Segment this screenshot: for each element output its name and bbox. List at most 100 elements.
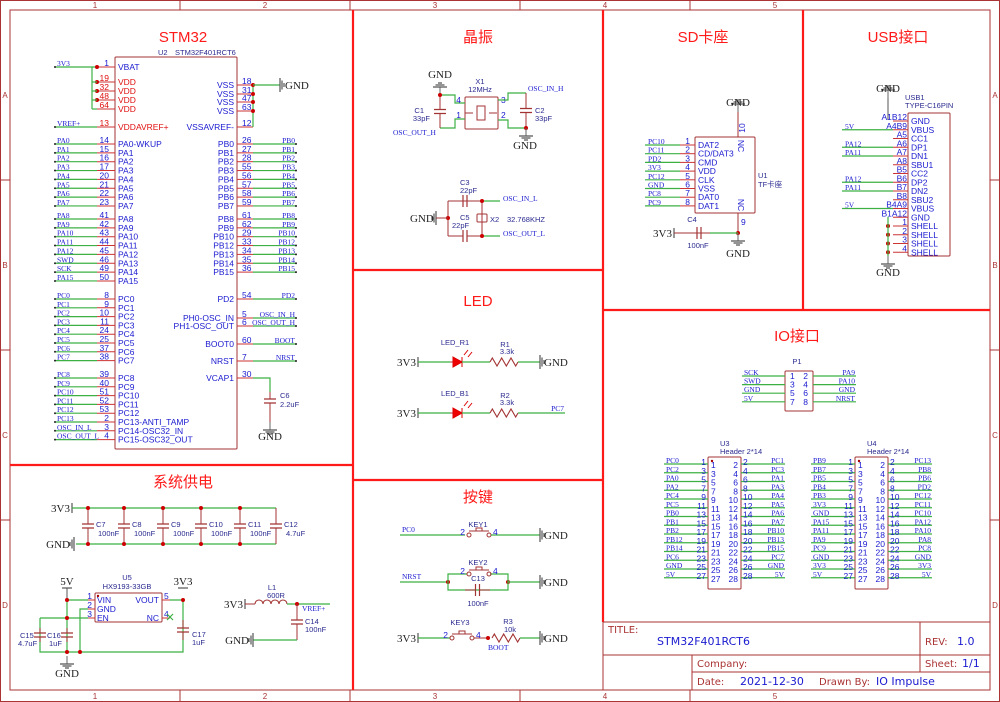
pin-number: 16 [100, 153, 110, 163]
net-label: PB13 [767, 535, 784, 544]
capacitor-value: 100nF [173, 529, 195, 538]
net-label: PA1 [57, 145, 70, 154]
pin-number: 23 [844, 553, 854, 563]
pin-number: 15 [858, 521, 868, 531]
date-label: Date: [697, 677, 724, 688]
net-label: PA6 [771, 509, 784, 518]
wire [440, 118, 465, 129]
pin-name: VCAP1 [206, 373, 234, 383]
date-value: 2021-12-30 [740, 675, 804, 688]
net-label: PA15 [57, 273, 74, 282]
net-label: PC7 [551, 404, 564, 413]
capacitor-value: 100nF [211, 529, 233, 538]
pin-number: 3 [701, 466, 706, 476]
zone-label-right: B [992, 261, 997, 270]
ground-icon [731, 99, 745, 105]
pin-number: 2 [460, 527, 465, 537]
ground-icon [279, 78, 285, 92]
pin-name: PA14 [118, 267, 138, 277]
pin-name: VIN [97, 595, 111, 605]
key1-ref: KEY1 [468, 520, 487, 529]
net-label: OSC_OUT_H [393, 128, 437, 137]
pin-number: 24 [890, 553, 900, 563]
crystal-x2-icon [476, 213, 488, 223]
pin-name: SHELL [911, 247, 938, 257]
net-label: PC2 [57, 309, 70, 318]
net-label: PC1 [771, 456, 784, 465]
junction-dot [122, 506, 126, 510]
section-title-led: LED [463, 293, 492, 310]
pin-name: EN [97, 613, 109, 623]
net-label: PA0 [57, 136, 70, 145]
pin-number: 7 [685, 188, 690, 198]
junction-dot [199, 542, 203, 546]
pin-number: 4 [890, 466, 895, 476]
push-button-icon [469, 566, 489, 571]
pin-number: B7 [897, 182, 908, 192]
x2-ref: X2 [490, 215, 499, 224]
pin-number: 12 [743, 501, 753, 511]
capacitor-ref: C12 [284, 520, 298, 529]
pin-number: 4 [456, 95, 461, 105]
pin-number: 28 [242, 153, 252, 163]
x2-value: 32.768KHZ [507, 215, 545, 224]
net-end [54, 151, 56, 154]
net-end [295, 360, 297, 362]
net-label: GND [915, 552, 932, 561]
junction-dot [161, 506, 165, 510]
pin-name: DP1 [911, 142, 928, 152]
gnd-label: GND [726, 248, 750, 260]
gnd-label: GND [544, 530, 568, 542]
net-label: GND [813, 509, 830, 518]
net-label: 5V [922, 570, 932, 579]
junction-dot [251, 109, 255, 113]
pin-number: 6 [880, 478, 885, 488]
pin-number: 56 [242, 170, 252, 180]
power-label: 3V3 [174, 576, 193, 588]
net-label: PC7 [57, 353, 70, 362]
pin-number: 61 [242, 210, 252, 220]
zone-label-top: 2 [263, 1, 268, 10]
capacitor-icon [696, 227, 702, 239]
pin-number: 16 [876, 521, 886, 531]
pin-name: PB0 [218, 139, 234, 149]
net-label: PA10 [57, 229, 74, 238]
pin-name: PH0-OSC_IN [183, 313, 234, 323]
capacitor-value: 4.7uF [286, 529, 306, 538]
net-end [54, 187, 56, 190]
net-label: OSC_OUT_H [252, 318, 296, 327]
power-label: 3V3 [397, 357, 416, 369]
net-label: PA3 [771, 482, 784, 491]
net-label: PA12 [845, 139, 862, 148]
pin-number: 21 [858, 548, 868, 558]
header-u3-body [707, 456, 742, 590]
pin-number: 25 [844, 562, 854, 572]
pin-number: B4A9 [886, 200, 907, 210]
ground-icon [539, 575, 545, 589]
crystal-icon [465, 105, 497, 121]
zone-label-bottom: 2 [263, 692, 268, 701]
pin-number: 2 [733, 460, 738, 470]
pin-number: 7 [858, 486, 863, 496]
pin-number: 13 [100, 118, 110, 128]
pin-number: 12 [729, 504, 739, 514]
pin-name: PA5 [118, 183, 134, 193]
pin-number: 4 [493, 527, 498, 537]
net-label: PB6 [918, 474, 931, 483]
section-title-keys: 按键 [463, 489, 493, 506]
junction-dot [251, 100, 255, 104]
net-label: PB5 [282, 180, 295, 189]
pin-name: PB5 [218, 183, 234, 193]
net-label: 5V [775, 570, 785, 579]
wire [440, 94, 465, 104]
pin-number: 7 [242, 352, 247, 362]
pin-number: 27 [844, 571, 854, 581]
pin-number: 36 [242, 263, 252, 273]
zone-label-bottom: 3 [433, 692, 438, 701]
net-label: OSC_IN_L [503, 194, 538, 203]
net-label: GND [768, 561, 785, 570]
net-label: PC10 [57, 388, 74, 397]
pin-name: PA3 [118, 166, 134, 176]
pin-number: 17 [697, 527, 707, 537]
pin-number: 12 [242, 118, 252, 128]
